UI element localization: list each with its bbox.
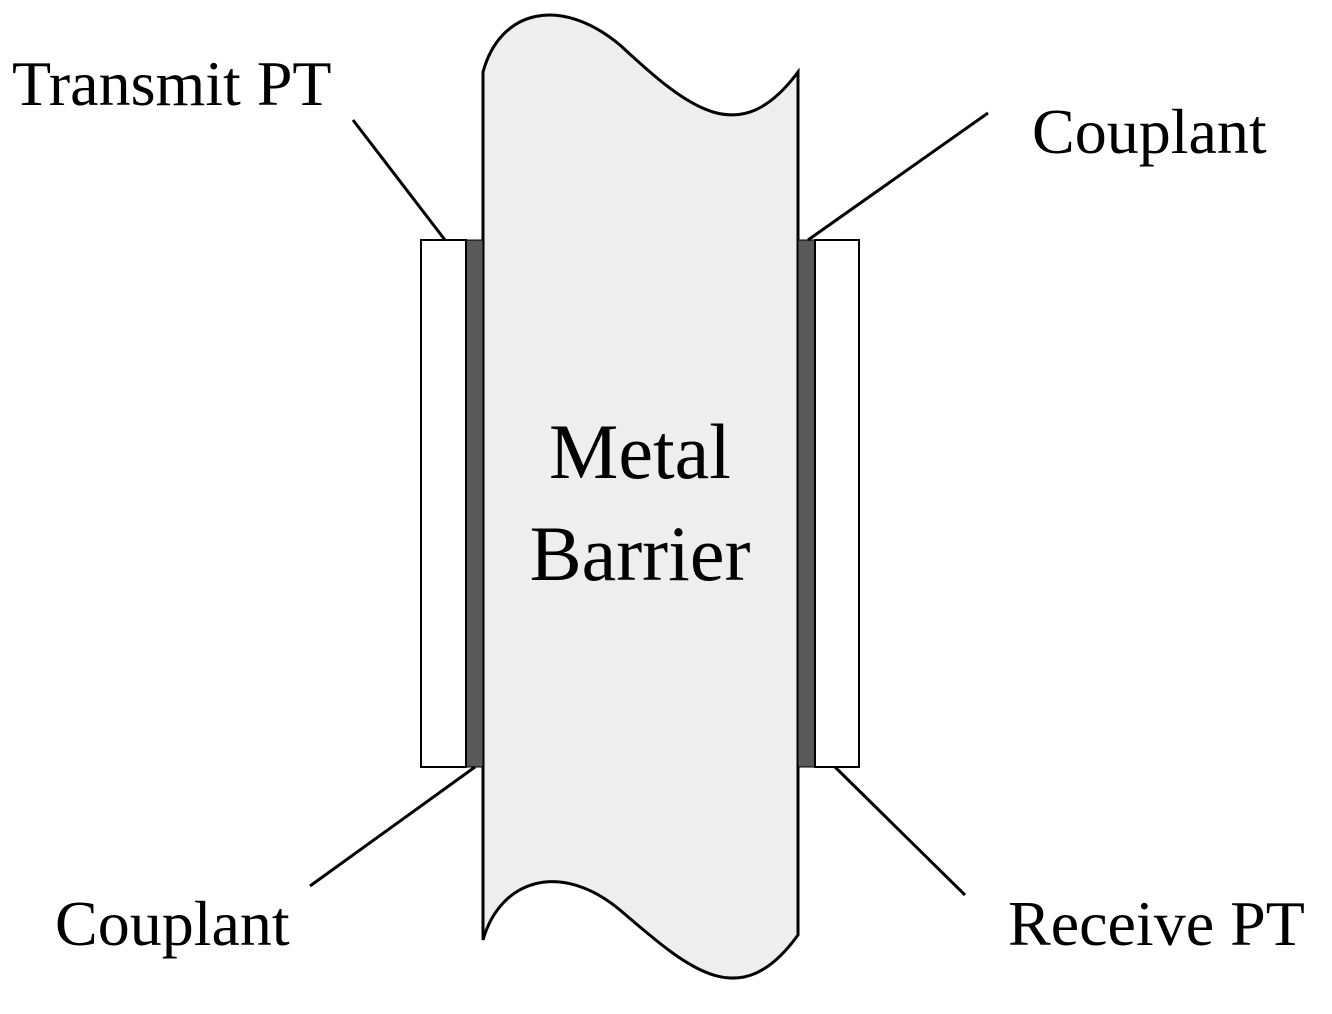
transmit-transducer: [420, 239, 467, 768]
metal-barrier: [481, 13, 800, 980]
label-receive-pt: Receive PT: [1008, 888, 1305, 959]
label-couplant-bottom: Couplant: [55, 888, 290, 959]
leader-receive-pt: [833, 765, 967, 897]
leader-couplant-top: [807, 111, 989, 242]
couplant-right: [797, 239, 816, 768]
leader-couplant-bottom: [309, 765, 476, 888]
label-metal: Metal: [549, 408, 731, 495]
label-barrier: Barrier: [530, 510, 751, 597]
leader-transmit-pt: [351, 119, 447, 241]
label-couplant-top: Couplant: [1032, 96, 1267, 167]
receive-transducer: [814, 239, 860, 768]
label-transmit-pt: Transmit PT: [12, 48, 332, 119]
couplant-left: [465, 239, 484, 768]
